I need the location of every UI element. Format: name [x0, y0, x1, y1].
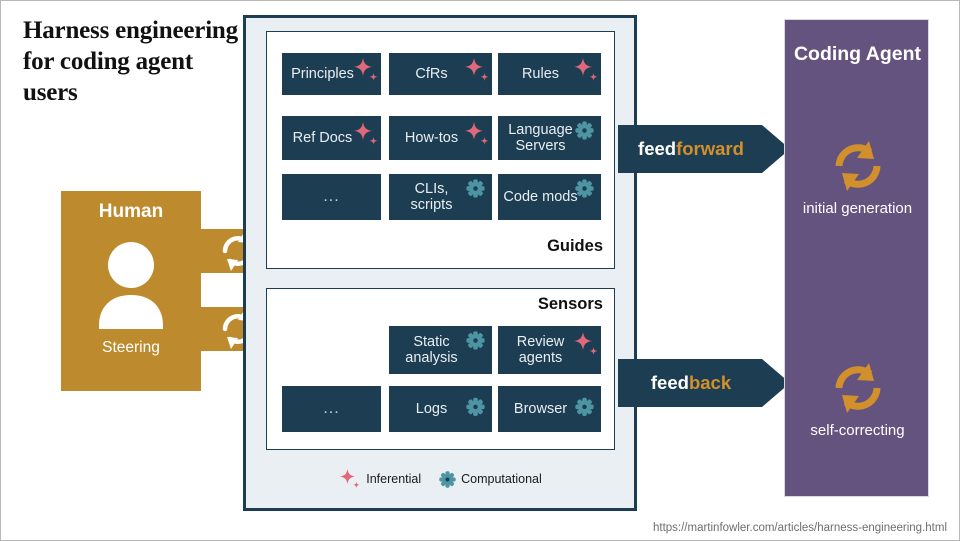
gear-icon: [439, 470, 456, 488]
tile-label: Logs: [415, 400, 448, 417]
gear-icon: [575, 397, 594, 417]
sparkle-icon: [353, 57, 379, 87]
guides-tile-6[interactable]: ...: [282, 174, 381, 220]
agent-stage-initial-label: initial generation: [802, 200, 913, 217]
agent-stage-initial: initial generation: [785, 138, 930, 219]
sparkle-icon: [354, 57, 378, 81]
sparkle-icon: [339, 468, 361, 490]
legend-label: Inferential: [366, 472, 422, 486]
guides-tile-5[interactable]: Language Servers: [498, 116, 601, 160]
guides-tile-8[interactable]: Code mods: [498, 174, 601, 220]
gear-icon: [575, 397, 594, 420]
sparkle-icon: [573, 331, 599, 361]
gear-icon: [466, 397, 485, 417]
guides-tile-2[interactable]: Rules: [498, 53, 601, 95]
source-url: https://martinfowler.com/articles/harnes…: [652, 522, 947, 534]
tile-label: ...: [323, 400, 340, 418]
loop-arrows-icon: [835, 141, 880, 191]
legend-label: Computational: [461, 472, 542, 486]
guides-tile-3[interactable]: Ref Docs: [282, 116, 381, 160]
agent-stage-self-correcting: self-correcting: [785, 360, 930, 441]
gear-icon: [466, 331, 485, 354]
gear-icon: [575, 121, 594, 140]
tile-label: Review agents: [516, 333, 565, 366]
human-sublabel: Steering: [102, 339, 160, 356]
tile-label: CLIs, scripts: [410, 180, 453, 213]
gear-icon: [439, 470, 456, 488]
feedback-suffix: back: [688, 372, 732, 393]
agent-stage-self-correcting-label: self-correcting: [810, 422, 905, 439]
legend-item-1: Computational: [439, 470, 542, 488]
tile-label: Code mods: [503, 188, 578, 205]
guides-tile-4[interactable]: How-tos: [389, 116, 492, 160]
gear-icon: [466, 179, 485, 202]
gear-icon: [575, 179, 594, 198]
sensors-panel-label: Sensors: [537, 295, 603, 313]
sensors-tile-2[interactable]: Review agents: [498, 326, 601, 374]
guides-tile-0[interactable]: Principles: [282, 53, 381, 95]
sensors-tile-4[interactable]: Logs: [389, 386, 492, 432]
person-icon: [61, 239, 201, 329]
sensors-tile-3[interactable]: ...: [282, 386, 381, 432]
page-title: Harness engineering for coding agent use…: [23, 17, 238, 106]
sparkle-icon: [573, 57, 599, 87]
loop-arrows-icon: [835, 363, 880, 413]
guides-panel-label: Guides: [547, 237, 603, 255]
guides-tile-1[interactable]: CfRs: [389, 53, 492, 95]
sparkle-icon: [464, 57, 490, 87]
tile-label: Ref Docs: [292, 129, 353, 146]
gear-icon: [466, 331, 485, 350]
legend: Inferential Computational: [266, 467, 615, 491]
tile-label: ...: [323, 188, 340, 206]
gear-icon: [575, 179, 594, 202]
tile-label: Language Servers: [508, 121, 573, 154]
tile-label: CfRs: [415, 65, 448, 82]
sparkle-icon: [465, 57, 489, 81]
gear-icon: [575, 121, 594, 144]
sparkle-icon: [340, 468, 360, 489]
guides-tile-7[interactable]: CLIs, scripts: [389, 174, 492, 220]
sparkle-icon: [465, 121, 489, 145]
sparkle-icon: [574, 57, 598, 81]
coding-agent-title: Coding Agent: [793, 43, 922, 65]
sensors-tile-1[interactable]: Static analysis: [389, 326, 492, 374]
tile-label: Static analysis: [405, 333, 458, 366]
sparkle-icon: [464, 121, 490, 151]
sensors-tile-5[interactable]: Browser: [498, 386, 601, 432]
sparkle-icon: [353, 121, 379, 151]
sparkle-icon: [574, 332, 598, 355]
coding-agent-panel: Coding Agent initial generation: [784, 19, 929, 497]
human-block: Human Steering: [61, 191, 201, 391]
gear-icon: [466, 397, 485, 420]
feedforward-suffix: forward: [676, 138, 744, 159]
tile-label: Browser: [513, 400, 568, 417]
tile-label: How-tos: [404, 129, 459, 146]
gear-icon: [466, 179, 485, 198]
human-label: Human: [98, 201, 164, 222]
feedback-prefix: feed: [650, 372, 689, 393]
tile-label: Principles: [291, 65, 354, 82]
feedforward-prefix: feed: [638, 138, 677, 159]
sparkle-icon: [354, 121, 378, 145]
tile-label: Rules: [521, 65, 560, 82]
legend-item-0: Inferential: [339, 468, 421, 490]
